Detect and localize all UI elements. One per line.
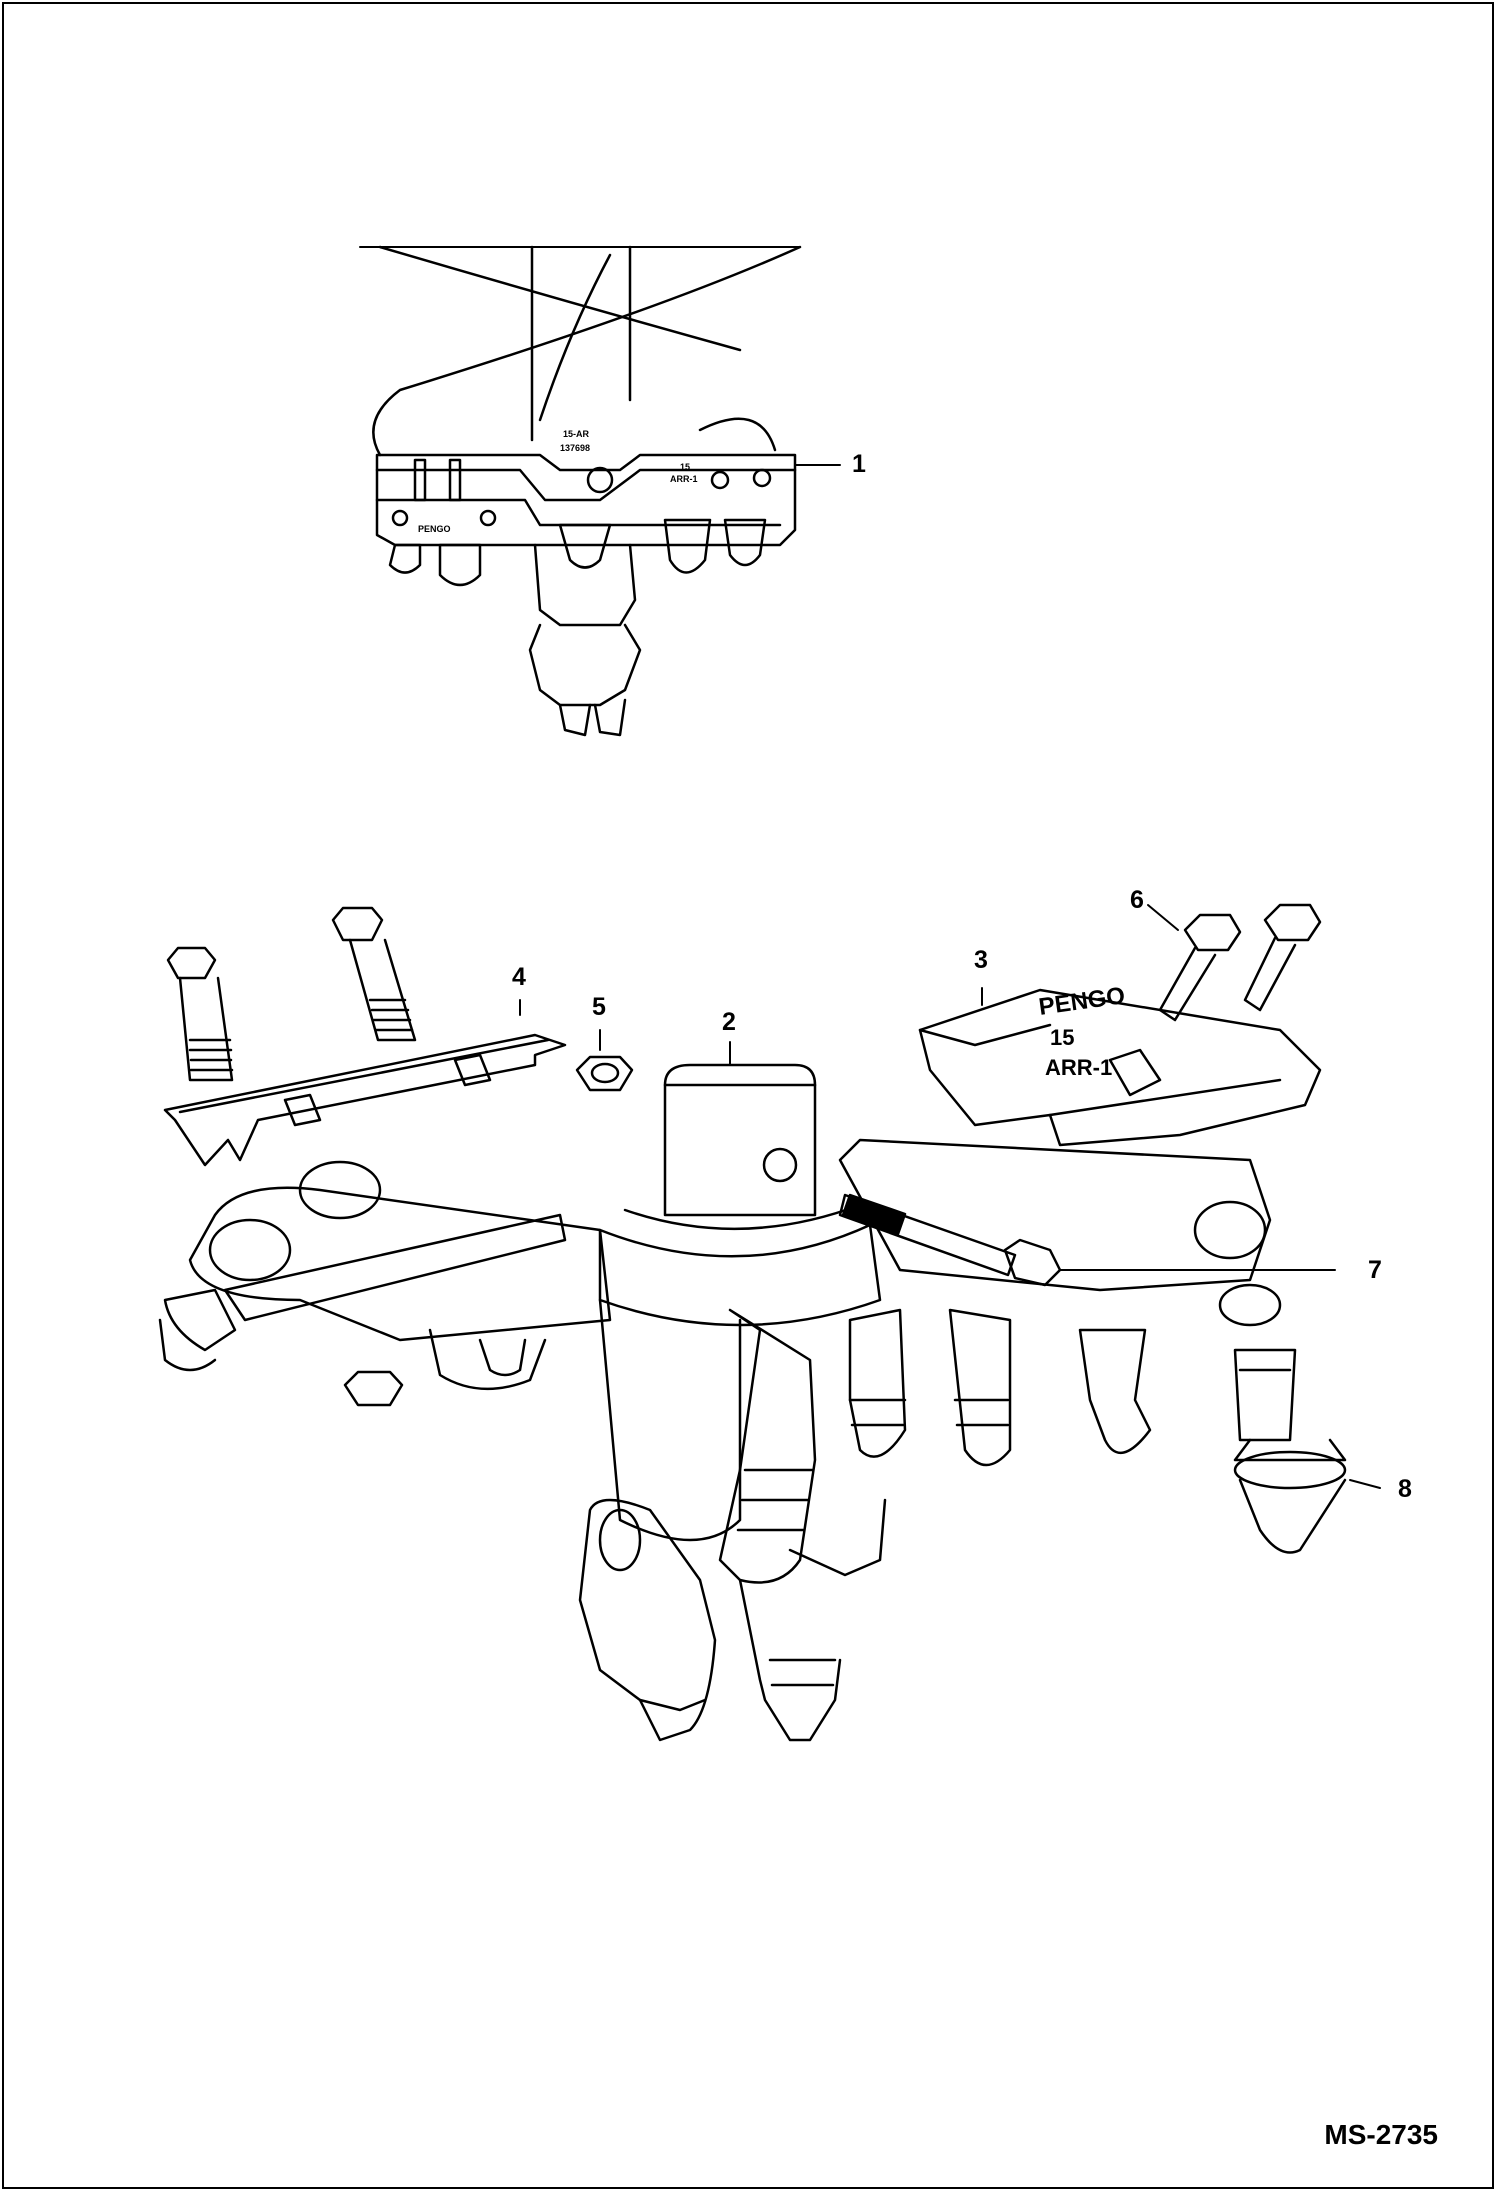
replacement-tooth (918, 988, 1322, 1147)
callout-2: 2 (722, 1008, 736, 1036)
hub-right-arm (838, 1138, 1282, 1327)
tooth-brand: PENGO (1037, 982, 1127, 1021)
hub-body (598, 1063, 882, 1542)
leader-lines (519, 904, 1381, 1489)
hex-nut-bottom (343, 1370, 404, 1407)
cutter-bar (163, 1033, 567, 1167)
figure-id: MS-2735 (1324, 2119, 1438, 2150)
pilot-tip (578, 1498, 842, 1742)
callout-8: 8 (1398, 1475, 1412, 1503)
bolt-left-2 (331, 906, 417, 1042)
bit-8 (1233, 1348, 1347, 1554)
hub-left-arm (158, 1160, 612, 1391)
stamp-top-left-line1: 15-AR (563, 429, 590, 439)
tooth-stamp-line2: ARR-1 (1045, 1055, 1112, 1080)
callout-4: 4 (512, 963, 526, 991)
callout-6: 6 (1130, 886, 1144, 914)
bolt-left-1 (166, 946, 234, 1082)
center-teeth (718, 1308, 1152, 1584)
callout-3: 3 (974, 946, 988, 974)
bolt-6b (1243, 903, 1322, 1012)
callout-7: 7 (1368, 1256, 1382, 1284)
auger-assembly-view (359, 245, 802, 737)
hex-nut-5 (575, 1055, 634, 1092)
bolt-6a (1158, 913, 1242, 1022)
stamp-top-right-line2: ARR-1 (670, 474, 698, 484)
stamp-top-plate: PENGO (418, 524, 451, 534)
stamp-top-right-line1: 15 (680, 462, 690, 472)
callout-1: 1 (852, 450, 866, 478)
tooth-stamp-line1: 15 (1050, 1025, 1074, 1050)
stamp-top-left-line2: 137698 (560, 443, 590, 453)
callout-5: 5 (592, 993, 606, 1021)
auger-head-exploded-view: PENGO 15 ARR-1 (158, 903, 1381, 1742)
